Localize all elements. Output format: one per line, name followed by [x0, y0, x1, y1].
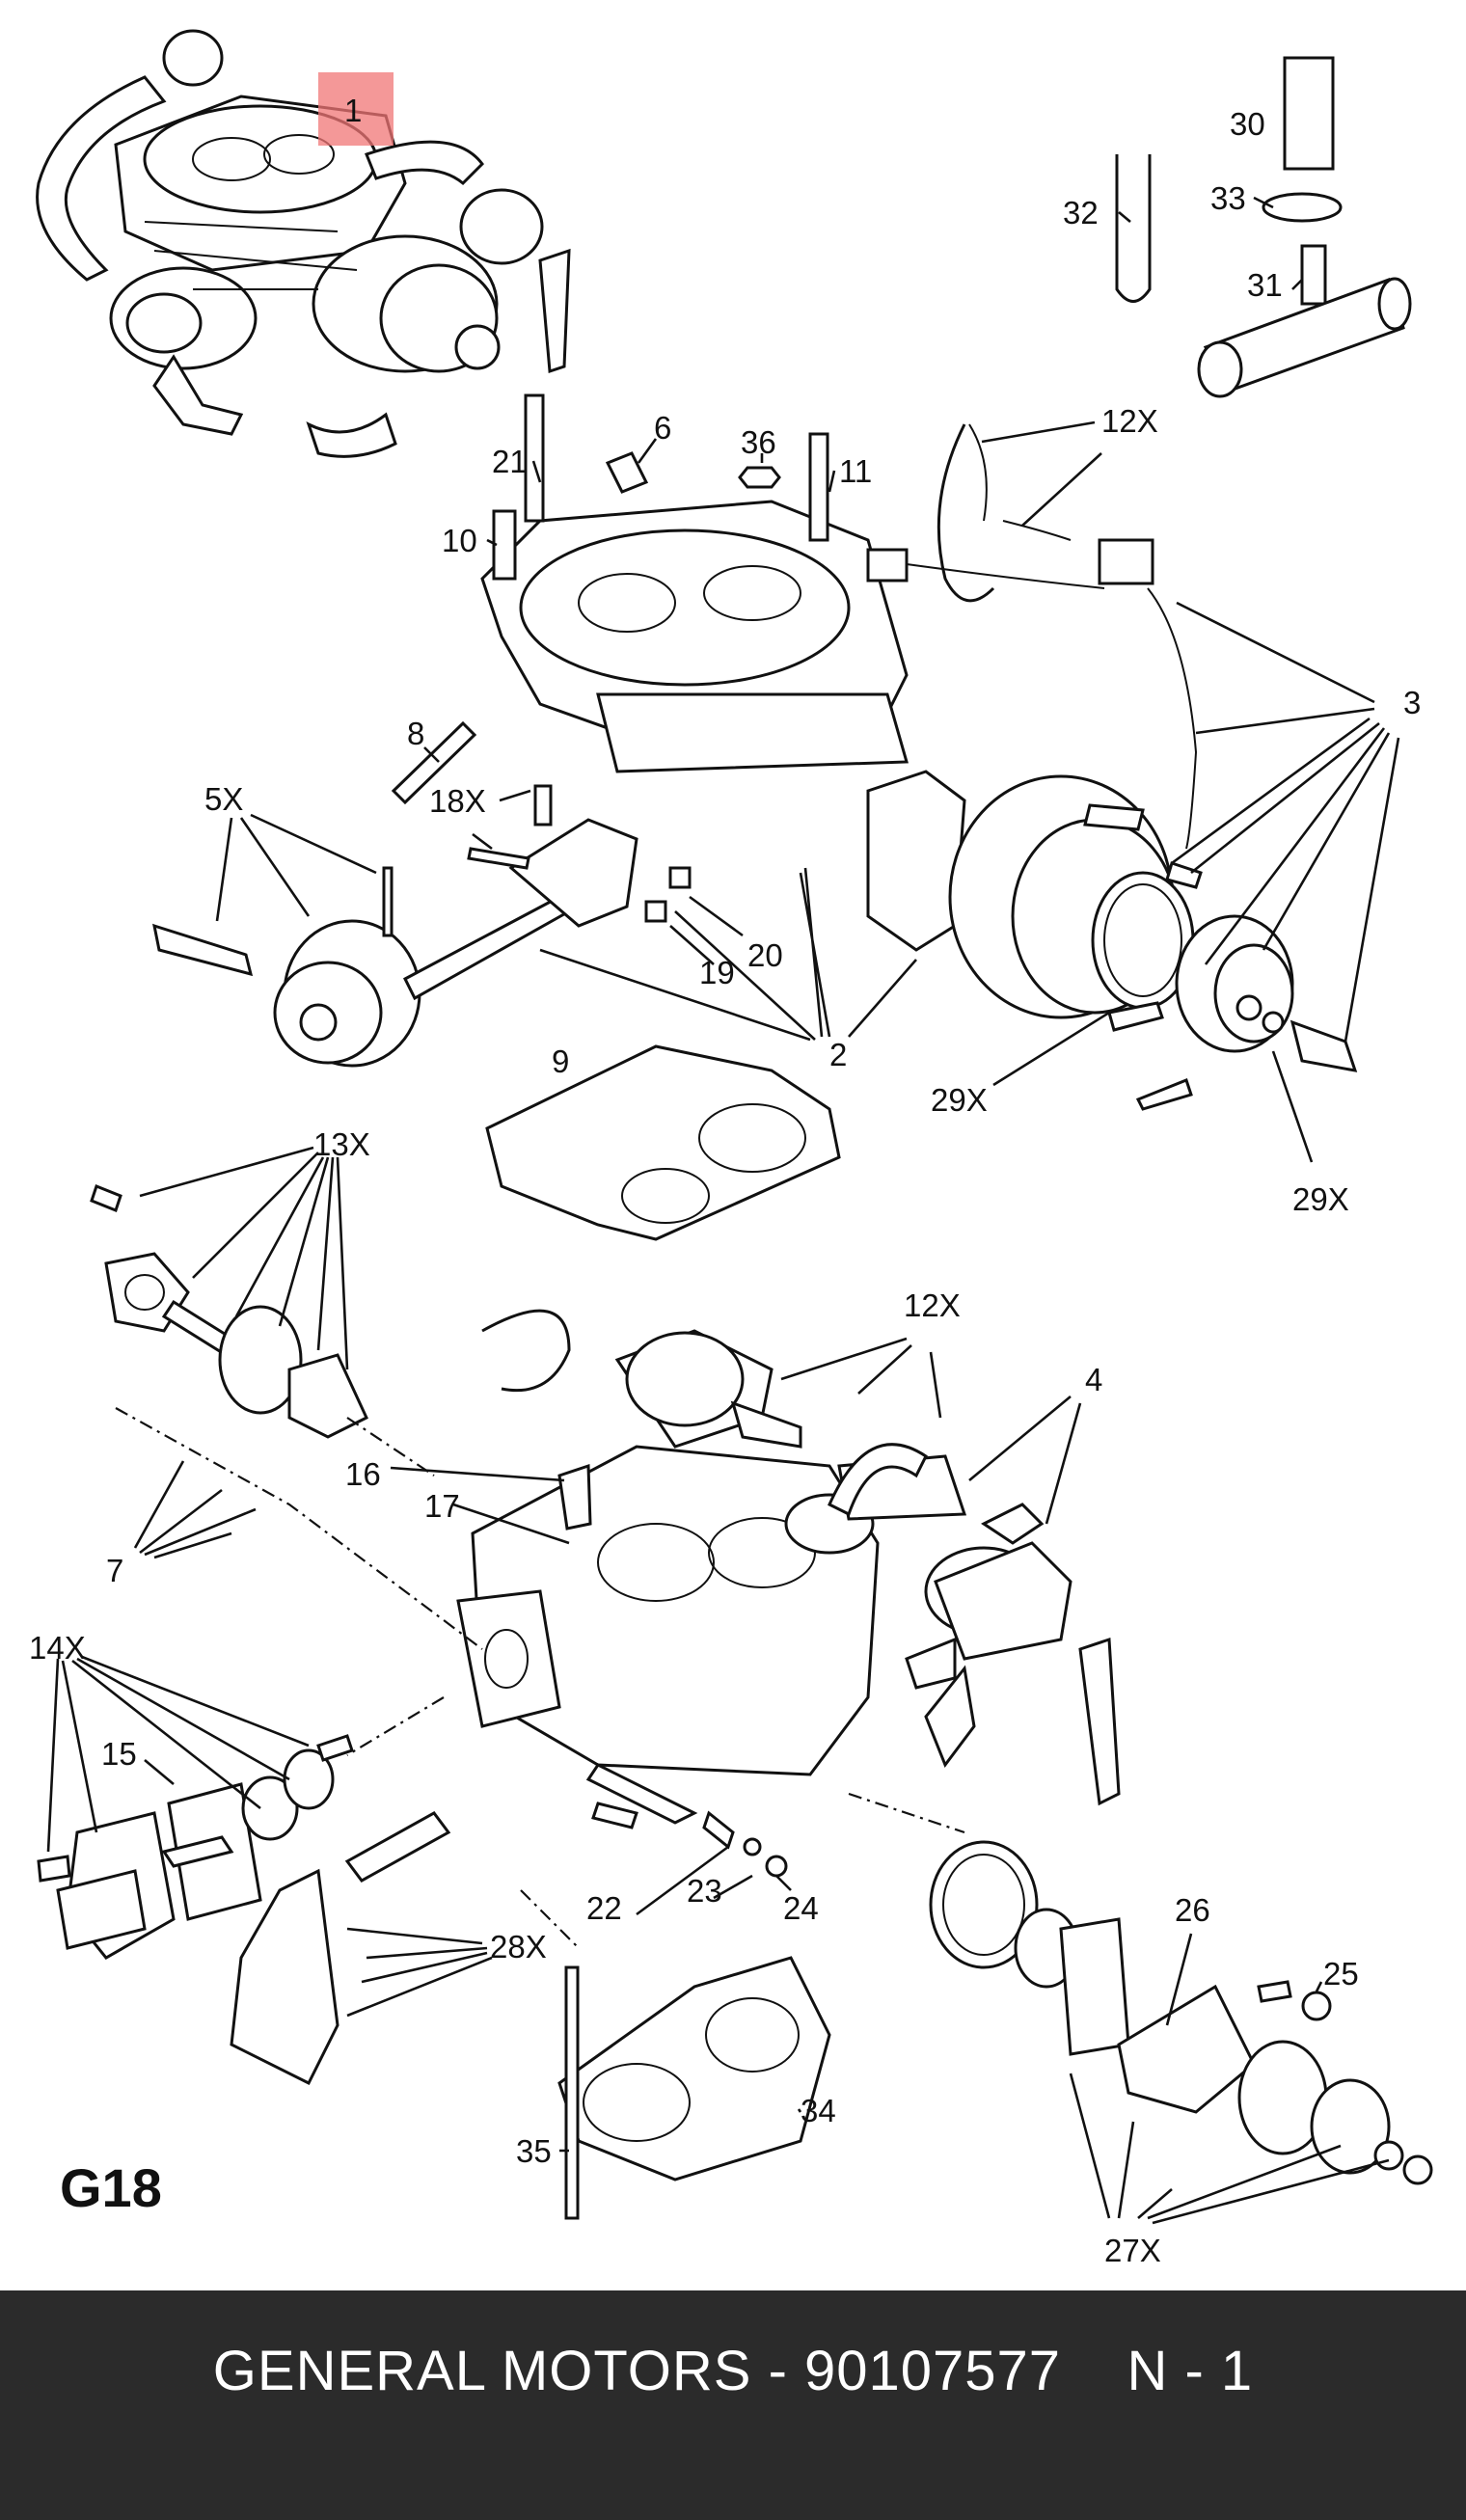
callout-6: 6 [654, 410, 671, 446]
vacuum-unit-group [152, 784, 692, 1068]
callout-36: 36 [741, 424, 776, 460]
callout-32: 32 [1063, 195, 1099, 230]
callout-29x-right: 29X [1292, 1181, 1349, 1217]
callout-17: 17 [424, 1488, 460, 1524]
callout-9: 9 [552, 1043, 569, 1079]
callout-7: 7 [106, 1553, 123, 1588]
callout-26: 26 [1175, 1892, 1210, 1928]
exploded-parts-diagram: 1 2 3 4 5X 6 7 8 9 10 11 12X 12X 13X 14X… [29, 29, 1433, 2268]
callout-35: 35 [516, 2133, 552, 2169]
hose-fittings-group [1115, 56, 1412, 398]
callout-31: 31 [1247, 267, 1283, 303]
choke-housing-group [866, 770, 1358, 1111]
callout-23: 23 [687, 1873, 722, 1909]
callout-11: 11 [839, 453, 872, 489]
callout-2: 2 [829, 1037, 847, 1072]
callout-12x-middle: 12X [904, 1287, 961, 1323]
carburetor-assembly-image [36, 29, 571, 458]
callout-15: 15 [101, 1736, 137, 1772]
callout-1-highlight [318, 72, 394, 146]
gasket-9-image [485, 1044, 841, 1241]
idle-cutoff-group [37, 1734, 451, 2086]
callout-34: 34 [801, 2093, 836, 2128]
flange-gasket-group [557, 1956, 831, 2220]
callout-8: 8 [407, 716, 424, 751]
callout-20: 20 [747, 937, 783, 973]
callout-27x: 27X [1104, 2233, 1161, 2268]
accelerator-pump-group [90, 1184, 368, 1439]
callout-28x: 28X [490, 1929, 547, 1965]
callout-1: 1 [344, 93, 362, 128]
callout-14x: 14X [29, 1630, 86, 1666]
callout-4: 4 [1085, 1362, 1102, 1397]
callout-21: 21 [492, 444, 528, 479]
footer-bar: GENERAL MOTORS - 90107577 N - 1 [0, 2290, 1466, 2520]
callout-16: 16 [345, 1456, 381, 1492]
carburetor-cover-group [391, 393, 1198, 850]
page-code-label: G18 [60, 2157, 162, 2218]
callout-29x-left: 29X [931, 1082, 988, 1118]
callout-5x: 5X [204, 781, 243, 817]
carburetor-body-group [456, 1309, 967, 1829]
callout-24: 24 [783, 1890, 819, 1926]
callout-25: 25 [1323, 1956, 1359, 1992]
callout-labels: 1 2 3 4 5X 6 7 8 9 10 11 12X 12X 13X 14X… [29, 93, 1421, 2268]
callout-18x: 18X [429, 783, 486, 819]
assembly-centerlines [115, 1407, 965, 1949]
callout-10: 10 [442, 523, 477, 558]
callout-12x-top: 12X [1101, 403, 1158, 439]
callout-30: 30 [1230, 106, 1265, 142]
callout-13x: 13X [313, 1126, 370, 1162]
callout-3: 3 [1403, 685, 1421, 720]
callout-19: 19 [699, 955, 735, 990]
vacuum-unit-4-group [828, 1443, 1121, 1806]
leader-lines [46, 196, 1400, 2225]
callout-33: 33 [1210, 180, 1246, 216]
footer-part-number-text: GENERAL MOTORS - 90107577 N - 1 [212, 2339, 1254, 2402]
callout-22: 22 [586, 1890, 622, 1926]
